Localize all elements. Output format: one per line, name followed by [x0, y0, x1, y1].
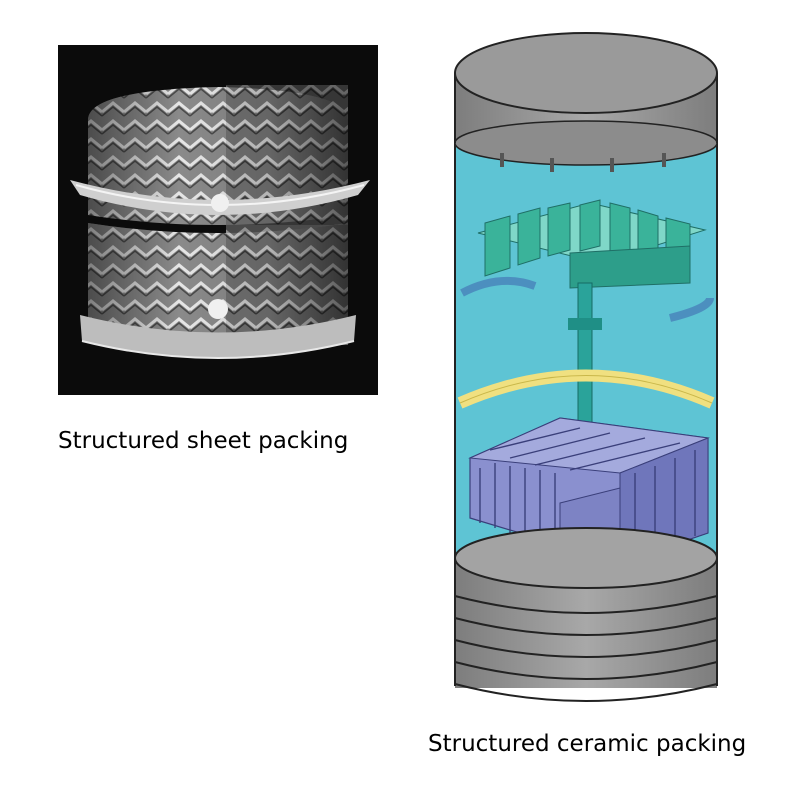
column-top-cap [454, 32, 718, 172]
central-feed-pipe [568, 282, 602, 434]
structured-sheet-packing-photo [58, 45, 378, 395]
bottom-band [80, 315, 356, 359]
liquid-distributor [460, 199, 714, 322]
rivet [208, 299, 228, 319]
rivet [211, 194, 229, 212]
upper-packing-block [88, 85, 348, 235]
ceramic-packing-caption: Structured ceramic packing [428, 731, 747, 757]
sheet-packing-caption: Structured sheet packing [58, 428, 349, 454]
column-bottom-shell [454, 527, 718, 702]
structured-ceramic-packing-diagram [440, 18, 740, 718]
support-ring [457, 369, 715, 409]
ceramic-column-illustration [454, 32, 718, 702]
sheet-packing-illustration [70, 85, 370, 359]
